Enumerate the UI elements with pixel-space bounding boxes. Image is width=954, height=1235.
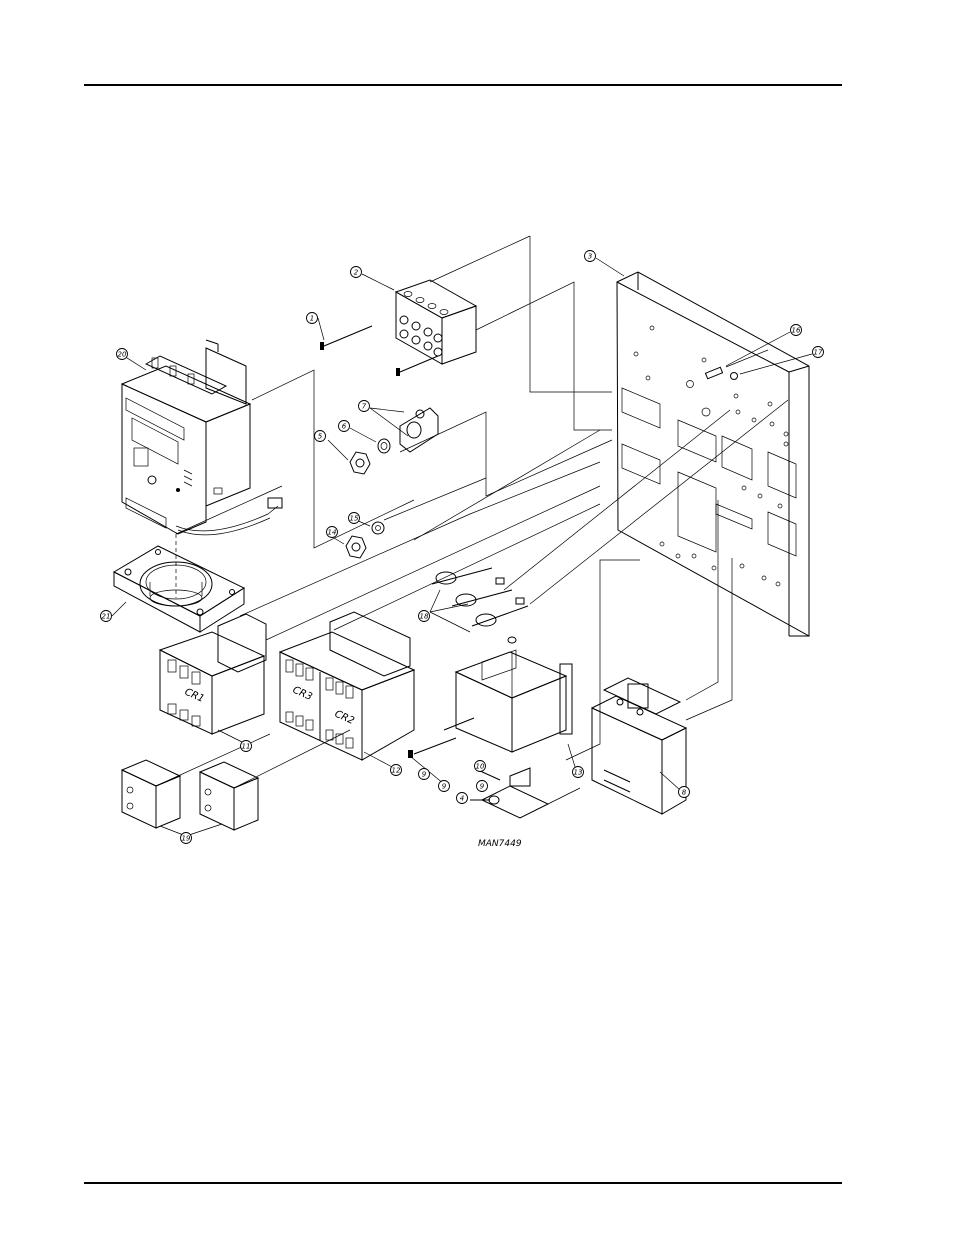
callout-12: 12 xyxy=(390,764,402,776)
callout-4: 4 xyxy=(456,792,468,804)
svg-text:9: 9 xyxy=(480,783,485,791)
svg-text:7: 7 xyxy=(362,403,367,411)
fuse-holder-parts xyxy=(431,567,529,627)
callout-19: 19 xyxy=(180,832,192,844)
fan-part xyxy=(112,534,246,633)
svg-text:8: 8 xyxy=(682,789,687,797)
svg-text:9: 9 xyxy=(422,771,427,779)
callout-18: 18 xyxy=(418,610,430,622)
transformer-screws xyxy=(408,717,475,758)
callout-14: 14 xyxy=(326,526,338,538)
callout-9-b: 9 xyxy=(438,780,450,792)
contactor-cr3-cr2-part xyxy=(278,611,416,761)
assembly-leader-lines xyxy=(155,235,789,805)
svg-text:19: 19 xyxy=(182,835,191,843)
svg-text:20: 20 xyxy=(118,351,127,359)
svg-text:1: 1 xyxy=(310,315,314,323)
contactor-label-cr2: CR2 xyxy=(333,709,356,727)
svg-text:5: 5 xyxy=(318,433,323,441)
callout-11: 11 xyxy=(240,740,252,752)
svg-text:17: 17 xyxy=(814,349,823,357)
callout-9-c: 9 xyxy=(476,780,488,792)
callout-10: 10 xyxy=(474,760,486,772)
standoff-part xyxy=(704,349,769,380)
callout-20: 20 xyxy=(116,348,128,360)
svg-text:6: 6 xyxy=(342,423,347,431)
callout-16: 16 xyxy=(790,324,802,336)
circuit-breaker-part xyxy=(590,677,688,815)
svg-text:10: 10 xyxy=(476,763,485,771)
callout-leaders xyxy=(111,257,813,837)
contactor-cr1-part xyxy=(158,613,267,735)
svg-text:3: 3 xyxy=(588,253,592,261)
mounting-panel xyxy=(616,271,810,637)
svg-text:14: 14 xyxy=(328,529,337,537)
callout-2: 2 xyxy=(350,266,362,278)
callout-17: 17 xyxy=(812,346,824,358)
terminal-block-part xyxy=(394,279,478,365)
svg-text:2: 2 xyxy=(354,269,359,277)
bracket-part xyxy=(470,767,550,819)
callout-15: 15 xyxy=(348,512,360,524)
callout-8: 8 xyxy=(678,786,690,798)
svg-text:4: 4 xyxy=(460,795,464,803)
svg-text:9: 9 xyxy=(442,783,447,791)
callout-7: 7 xyxy=(358,400,370,412)
svg-text:11: 11 xyxy=(242,743,251,751)
svg-text:18: 18 xyxy=(420,613,429,621)
screw-part xyxy=(320,325,439,376)
svg-text:15: 15 xyxy=(350,515,359,523)
footer-rule xyxy=(84,1182,842,1184)
callout-5: 5 xyxy=(314,430,326,442)
svg-text:16: 16 xyxy=(792,327,801,335)
svg-text:13: 13 xyxy=(574,769,583,777)
auxiliary-contact-blocks xyxy=(120,759,260,831)
header-rule xyxy=(84,84,842,86)
transformer-part xyxy=(454,636,573,753)
callout-13: 13 xyxy=(572,766,584,778)
callout-9-a: 9 xyxy=(418,768,430,780)
contactor-label-cr1: CR1 xyxy=(183,687,206,705)
fastener-parts xyxy=(345,407,439,559)
callout-6: 6 xyxy=(338,420,350,432)
drawing-number: MAN7449 xyxy=(478,839,522,849)
svg-text:21: 21 xyxy=(102,613,111,621)
contactor-label-cr3: CR3 xyxy=(291,685,314,703)
callout-3: 3 xyxy=(584,250,596,262)
svg-text:12: 12 xyxy=(392,767,401,775)
soft-starter-part xyxy=(120,339,252,535)
callout-21: 21 xyxy=(100,610,112,622)
callout-1: 1 xyxy=(306,312,318,324)
